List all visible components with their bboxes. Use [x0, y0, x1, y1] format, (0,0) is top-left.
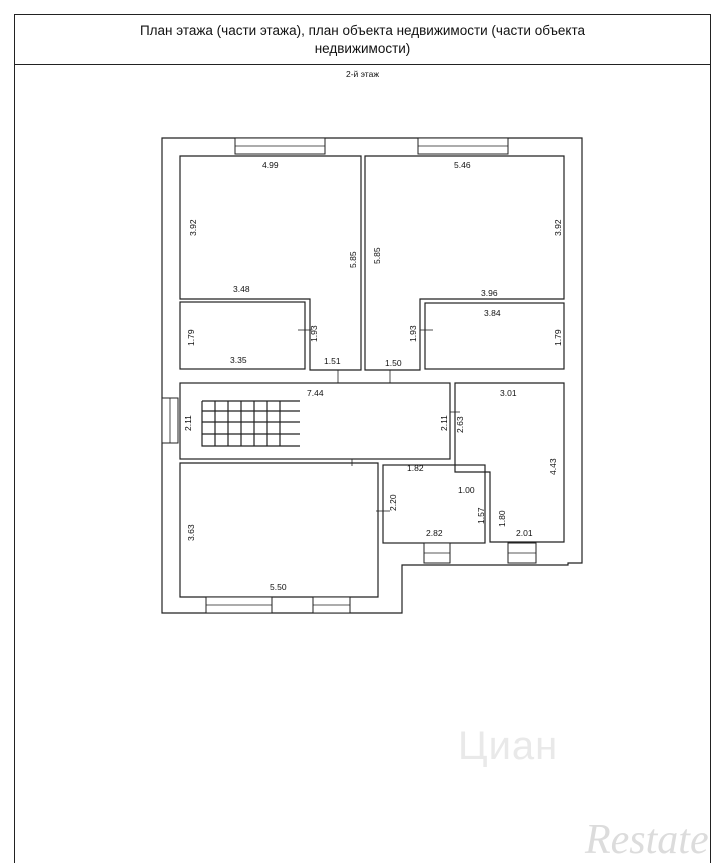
dim-label: 3.84	[484, 308, 501, 318]
floor-label: 2-й этаж	[345, 69, 380, 79]
room-hall	[179, 382, 451, 460]
dim-label: 1.51	[324, 356, 341, 366]
dim-label: 7.44	[307, 388, 324, 398]
dim-label: 1.50	[385, 358, 402, 368]
dim-label: 1.80	[497, 510, 507, 527]
room-north-west	[179, 155, 362, 371]
stairs	[201, 400, 300, 447]
room-south-west	[179, 462, 379, 598]
dim-label: 3.48	[233, 284, 250, 294]
dim-label: 4.43	[548, 458, 558, 475]
dim-label: 1.93	[408, 325, 418, 342]
watermark-restate: Restate	[585, 817, 709, 863]
dim-label: 3.92	[553, 219, 563, 236]
dim-label: 3.92	[188, 219, 198, 236]
room-north-east	[364, 155, 565, 371]
dim-label: 2.11	[439, 415, 449, 431]
plan-sheet: План этажа (части этажа), план объекта н…	[14, 14, 711, 863]
dim-label: 3.01	[500, 388, 517, 398]
dim-label: 4.99	[262, 160, 279, 170]
dim-label: 5.46	[454, 160, 471, 170]
dim-label: 1.79	[553, 329, 563, 346]
dim-label: 1.93	[309, 325, 319, 342]
dim-label: 2.01	[516, 528, 533, 538]
dim-label: 1.57	[476, 507, 486, 524]
dim-label: 1.79	[186, 329, 196, 346]
dim-label: 2.63	[455, 416, 465, 433]
page-title: План этажа (части этажа), план объекта н…	[15, 15, 710, 65]
watermark-cian: Циан	[458, 724, 559, 768]
dim-label: 3.35	[230, 355, 247, 365]
room-small-east	[424, 302, 565, 370]
dim-label: 5.85	[348, 251, 358, 268]
dim-label: 1.82	[407, 463, 424, 473]
dim-label: 3.96	[481, 288, 498, 298]
dim-label: 5.50	[270, 582, 287, 592]
room-small-west	[179, 301, 306, 370]
dim-label: 2.11	[183, 415, 193, 431]
dim-label: 2.20	[388, 494, 398, 511]
room-east	[454, 382, 565, 543]
dim-label: 3.63	[186, 524, 196, 541]
dim-label: 2.82	[426, 528, 443, 538]
dim-label: 1.00	[458, 485, 475, 495]
dim-label: 5.85	[372, 247, 382, 264]
